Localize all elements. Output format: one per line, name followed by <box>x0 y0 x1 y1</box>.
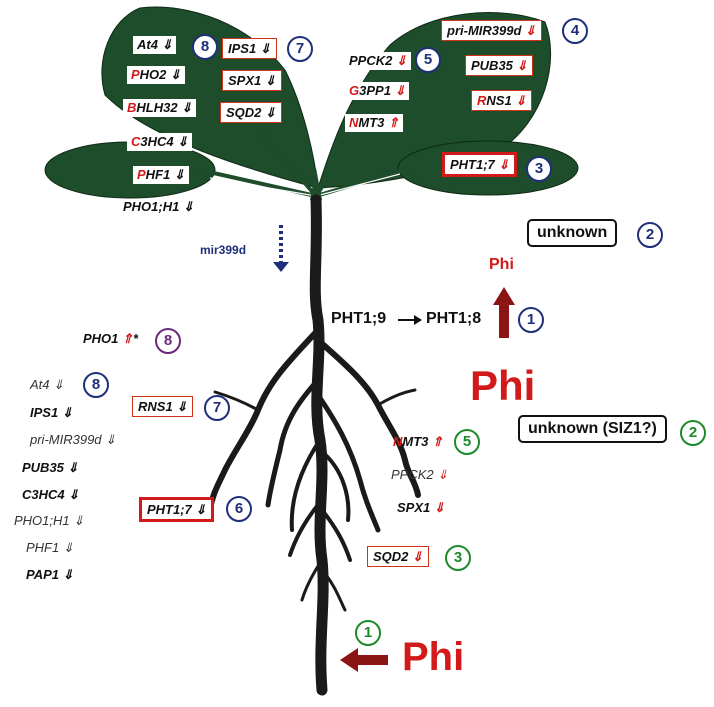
badge-2-root: 2 <box>680 420 706 446</box>
gene-at4-shoot: At4 ⇓ <box>133 36 177 54</box>
badge-8-purple: 8 <box>155 328 181 354</box>
root-gene-at4: At4 ⇓ <box>30 377 65 392</box>
badge-8-shoot: 8 <box>192 34 218 60</box>
root-gene-pap1: PAP1 ⇓ <box>26 567 74 582</box>
badge-6-root: 6 <box>226 496 252 522</box>
root-gene-phf1: PHF1 ⇓ <box>26 540 74 555</box>
unknown-box-shoot: unknown <box>527 219 618 247</box>
gene-box-rns1-root: RNS1 ⇓ <box>132 396 194 417</box>
gene-box-pht17-root: PHT1;7 ⇓ <box>139 497 215 522</box>
transport-arrow <box>398 315 422 325</box>
badge-7-root: 7 <box>204 395 230 421</box>
badge-3-shoot: 3 <box>526 156 552 182</box>
mir399d-arrow <box>273 225 289 272</box>
gene-box-pub35-shoot: PUB35 ⇓ <box>465 55 534 76</box>
mir399d-label: mir399d <box>200 243 247 257</box>
gene-pho1-root: PHO1 ⇑* <box>83 331 138 346</box>
badge-1-shoot: 1 <box>518 307 544 333</box>
gene-g3pp1: G3PP1 ⇓ <box>345 82 410 100</box>
gene-box-rns1-shoot: RNS1 ⇓ <box>471 90 533 111</box>
root-gene-pub35: PUB35 ⇓ <box>22 460 79 475</box>
root-system <box>207 194 421 696</box>
translocation-up-arrow <box>493 287 515 338</box>
gene-ppck2-shoot: PPCK2 ⇓ <box>345 52 411 70</box>
gene-c3hc4-shoot: C3HC4 ⇓ <box>127 133 193 151</box>
gene-box-pri-mir399d-shoot: pri-MIR399d ⇓ <box>441 20 542 41</box>
badge-2-shoot: 2 <box>637 222 663 248</box>
badge-1-root: 1 <box>355 620 381 646</box>
badge-3-root: 3 <box>445 545 471 571</box>
root-gene-ppck2: PPCK2 ⇓ <box>391 467 449 482</box>
gene-box-sqd2-shoot: SQD2 ⇓ <box>220 102 282 123</box>
phi-small-label: Phi <box>489 256 514 273</box>
gene-nmt3-shoot: NMT3 ⇑ <box>345 114 403 132</box>
gene-box-spx1-shoot: SPX1 ⇓ <box>222 70 282 91</box>
gene-box-pht17-shoot: PHT1;7 ⇓ <box>442 152 518 177</box>
badge-4-shoot: 4 <box>562 18 588 44</box>
root-gene-pho1h1: PHO1;H1 ⇓ <box>14 513 85 528</box>
root-gene-spx1: SPX1 ⇓ <box>397 500 445 515</box>
shoot-apex <box>310 168 322 200</box>
unknown-siz1-box: unknown (SIZ1?) <box>518 415 667 443</box>
gene-box-ips1-shoot: IPS1 ⇓ <box>222 38 277 59</box>
root-gene-pri-mir399d: pri-MIR399d ⇓ <box>30 432 117 447</box>
gene-pho2: PHO2 ⇓ <box>127 66 185 84</box>
root-gene-nmt3: NMT3 ⇑ <box>393 434 443 449</box>
gene-phf1-shoot: PHF1 ⇓ <box>133 166 189 184</box>
root-gene-ips1: IPS1 ⇓ <box>30 405 73 420</box>
badge-5-root: 5 <box>454 429 480 455</box>
gene-bhlh32: BHLH32 ⇓ <box>123 99 197 117</box>
gene-box-sqd2-root: SQD2 ⇓ <box>367 546 429 567</box>
transport-from: PHT1;9 <box>331 310 387 327</box>
badge-8-root: 8 <box>83 372 109 398</box>
badge-7-shoot: 7 <box>287 36 313 62</box>
root-gene-c3hc4: C3HC4 ⇓ <box>22 487 80 502</box>
uptake-left-arrow <box>340 648 388 672</box>
gene-pho1h1-shoot: PHO1;H1 ⇓ <box>123 199 194 214</box>
badge-5-shoot: 5 <box>415 47 441 73</box>
transport-to: PHT1;8 <box>426 310 482 327</box>
phi-big-label: Phi <box>470 362 536 409</box>
phi-uptake-label: Phi <box>402 635 465 679</box>
